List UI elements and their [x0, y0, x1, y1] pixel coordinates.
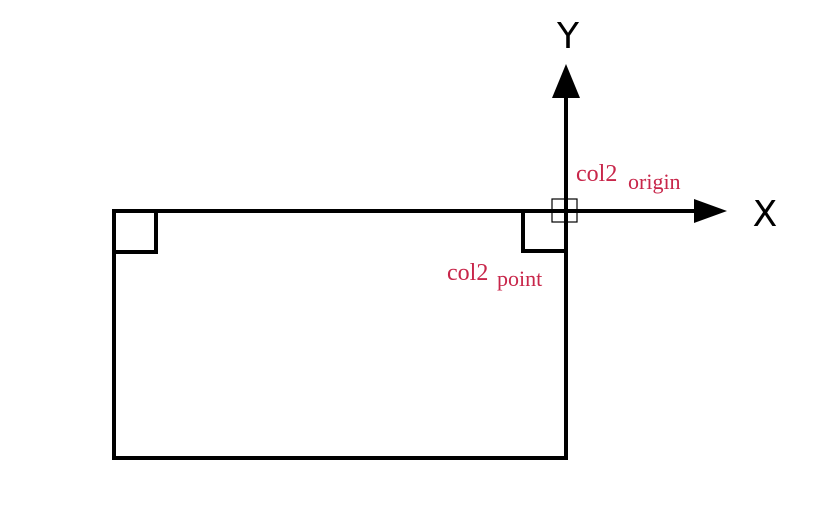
col2-point-label-main: col2: [447, 260, 488, 286]
y-axis-label: Y: [556, 16, 580, 57]
top-left-corner-square: [112, 209, 158, 254]
col2-origin-marker: [551, 198, 578, 223]
col2-point-square: [521, 209, 568, 253]
y-axis-arrowhead: [552, 64, 580, 98]
x-axis: [566, 199, 727, 223]
col2-origin-label-subscript: origin: [628, 169, 681, 194]
col2-origin-label: col2 origin: [576, 161, 681, 194]
rectangle: [112, 209, 568, 460]
y-axis: [552, 64, 580, 250]
x-axis-arrowhead: [694, 199, 727, 223]
col2-origin-label-main: col2: [576, 161, 617, 187]
col2-point-label-subscript: point: [497, 266, 542, 291]
x-axis-label: X: [753, 194, 778, 235]
col2-point-label: col2 point: [447, 260, 542, 291]
